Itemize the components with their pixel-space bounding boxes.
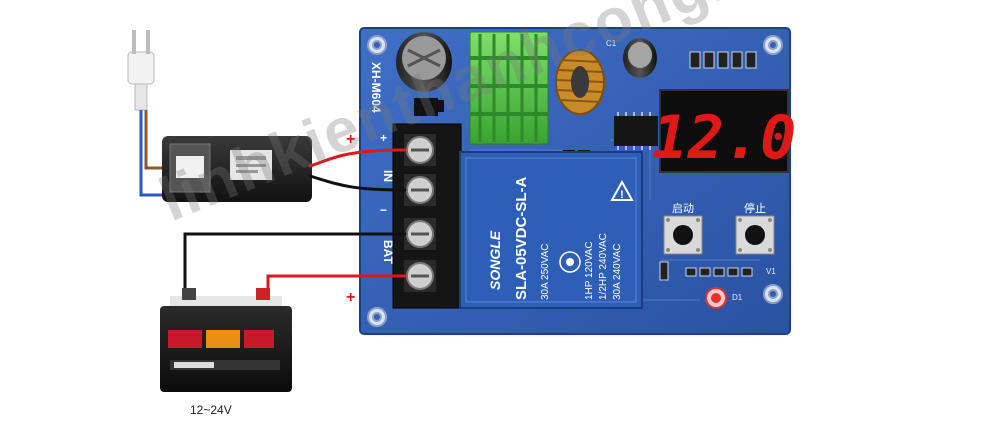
relay-rating-2: 1HP 120VAC: [584, 241, 595, 300]
board-model-label: XH-M604: [369, 62, 383, 113]
wire-in-negative: [308, 174, 407, 192]
battery: [160, 288, 292, 392]
relay-rating-4: 30A 240VAC: [612, 243, 623, 300]
stop-button-label: 停止: [744, 201, 766, 215]
mounting-holes: [367, 35, 783, 327]
start-button-label: 启动: [672, 202, 694, 215]
terminal-screws: [404, 134, 436, 292]
battery-voltage-label: 12~24V: [190, 403, 232, 417]
seven-segment-display: 12.0: [652, 89, 797, 173]
power-plug: [127, 30, 155, 111]
terminal-plus-mark: +: [380, 131, 387, 145]
warning-triangle-icon: !: [610, 179, 634, 201]
relay: SONGLE SLA-05VDC-SL-A 30A 250VAC 1HP 120…: [459, 151, 643, 309]
stop-button[interactable]: [735, 215, 775, 255]
control-board: C1: [359, 27, 797, 335]
plus-sign-in: +: [346, 131, 355, 148]
wire-bat-negative: [183, 232, 407, 302]
wire-in-positive: [308, 148, 407, 168]
power-adapter: [162, 136, 312, 202]
relay-model: SLA-05VDC-SL-A: [513, 176, 530, 300]
small-capacitor: C1: [606, 38, 657, 78]
ic-chip: [614, 112, 658, 150]
relay-rating-1: 30A 250VAC: [540, 243, 551, 300]
terminal-minus-mark: −: [380, 203, 387, 217]
relay-rating-3: 1/2HP 240VAC: [598, 233, 609, 300]
terminal-bat-label: BAT: [381, 240, 395, 264]
inductor-coil: [555, 49, 605, 115]
relay-brand: SONGLE: [487, 230, 503, 290]
heat-sink: [469, 31, 549, 145]
indicator-label: V1: [766, 267, 776, 276]
svg-text:!: !: [620, 189, 624, 201]
cap-label: C1: [606, 39, 617, 48]
certification-mark-icon: [559, 251, 581, 273]
terminal-in-label: IN: [381, 170, 395, 182]
status-led: [705, 287, 727, 309]
led-label: D1: [732, 293, 743, 302]
display-readout: 12.0: [652, 103, 797, 173]
ac-wires: [139, 110, 165, 197]
electrolytic-capacitor: [396, 32, 452, 116]
plus-sign-bat: +: [346, 289, 355, 306]
smd-resistors-bottom: [659, 261, 753, 281]
start-button[interactable]: [663, 215, 703, 255]
smd-resistors-top: [689, 51, 757, 69]
